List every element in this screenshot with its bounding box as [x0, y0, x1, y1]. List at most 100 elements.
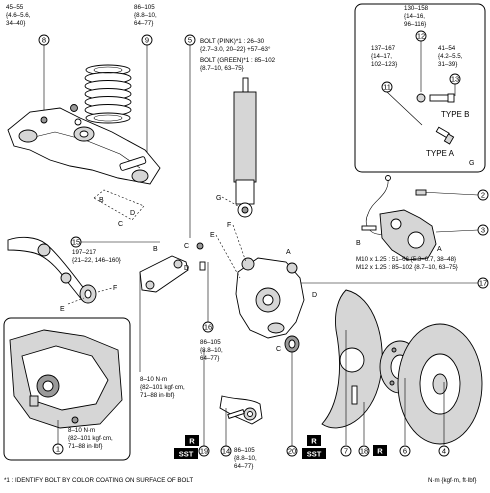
- torque-spec-12: 130–158 {14–16, 96–116}: [404, 5, 429, 28]
- abs-wheel-speed-sensor: [365, 175, 391, 235]
- badge-r-19: [185, 435, 199, 446]
- svg-text:R: R: [377, 447, 383, 456]
- caliper-bolt: [361, 225, 377, 231]
- rear-knuckle: [235, 257, 305, 353]
- svg-text:{82–101 kgf·cm,: {82–101 kgf·cm,: [140, 384, 185, 391]
- callout-8: 8: [42, 36, 46, 45]
- callout-17: 17: [479, 279, 487, 288]
- svg-text:137–167: 137–167: [371, 45, 396, 52]
- callout-4: 4: [442, 447, 446, 456]
- badge-sst-20: [302, 448, 326, 459]
- svg-text:R: R: [189, 437, 195, 446]
- bushing-inset: 1 8–10 N·m {82–101 kgf·cm, 71–88 in·lbf}: [3, 317, 131, 461]
- svg-text:86–105: 86–105: [200, 339, 221, 346]
- svg-text:SST: SST: [179, 450, 194, 459]
- upper-arm: [7, 236, 97, 304]
- label-d-arm: D: [130, 210, 135, 217]
- trailing-link: [139, 255, 189, 293]
- svg-text:64–77}: 64–77}: [234, 463, 253, 470]
- torque-spec-13: 41–54 {4.2–5.5, 31–39}: [438, 45, 463, 68]
- svg-text:71–88 in·lbf}: 71–88 in·lbf}: [68, 443, 102, 450]
- label-f-knuckle: F: [227, 222, 231, 229]
- callout-18: 18: [360, 447, 368, 456]
- callout-1: 1: [56, 445, 60, 454]
- svg-text:64–77}: 64–77}: [200, 355, 219, 362]
- svg-text:197–217: 197–217: [72, 249, 97, 256]
- svg-text:{2.7–3.0, 20–22} +57–63°: {2.7–3.0, 20–22} +57–63°: [200, 46, 271, 53]
- coil-spring: [84, 64, 132, 124]
- label-c-arm: C: [118, 221, 123, 228]
- torque-spec-16: 86–105 {8.8–10, 64–77}: [200, 339, 223, 362]
- footnote-bolt-color: *1 : IDENTIFY BOLT BY COLOR COATING ON S…: [4, 477, 193, 484]
- svg-text:{8.8–10,: {8.8–10,: [200, 347, 223, 354]
- callout-2: 2: [481, 191, 485, 200]
- svg-text:130–158: 130–158: [404, 5, 429, 12]
- svg-text:BOLT (PINK)*1 : 26–30: BOLT (PINK)*1 : 26–30: [200, 38, 265, 45]
- badge-sst-19: [174, 448, 198, 459]
- label-d-knuckle: D: [312, 292, 317, 299]
- svg-text:86–105: 86–105: [234, 447, 255, 454]
- svg-text:SST: SST: [307, 450, 322, 459]
- callout-6: 6: [403, 447, 407, 456]
- torque-spec-8: 45–55 {4.6–5.6, 34–40}: [6, 4, 31, 27]
- label-a-knuckle: A: [286, 249, 291, 256]
- label-e-knuckle: E: [210, 232, 215, 239]
- callout-7: 7: [344, 447, 348, 456]
- brake-caliper: [379, 209, 437, 261]
- units-legend: N·m {kgf·m, ft·lbf}: [428, 477, 476, 484]
- torque-spec-inset: 8–10 N·m {82–101 kgf·cm, 71–88 in·lbf}: [68, 427, 113, 450]
- brake-disc: [397, 323, 483, 445]
- callout-16: 16: [204, 323, 212, 332]
- callout-9: 9: [145, 36, 149, 45]
- svg-text:{14–16,: {14–16,: [404, 13, 425, 20]
- svg-text:31–39}: 31–39}: [438, 61, 457, 68]
- svg-text:34–40}: 34–40}: [6, 20, 25, 27]
- link-lower-bolt: [227, 409, 245, 419]
- label-d-link: D: [184, 265, 189, 272]
- svg-text:102–123}: 102–123}: [371, 61, 397, 68]
- callout-20: 20: [288, 447, 296, 456]
- label-g-inset: G: [469, 160, 474, 167]
- svg-text:41–54: 41–54: [438, 45, 456, 52]
- svg-text:96–116}: 96–116}: [404, 21, 426, 28]
- torque-spec-9: 86–105 {8.8–10, 64–77}: [134, 4, 157, 27]
- svg-text:BOLT (GREEN)*1 : 85–102: BOLT (GREEN)*1 : 85–102: [200, 57, 276, 64]
- svg-text:R: R: [311, 437, 317, 446]
- svg-text:64–77}: 64–77}: [134, 20, 153, 27]
- callout-19: 19: [200, 447, 208, 456]
- callout-13: 13: [451, 75, 459, 84]
- callout-5: 5: [188, 36, 192, 45]
- svg-text:{14–17,: {14–17,: [371, 53, 392, 60]
- torque-spec-11: 137–167 {14–17, 102–123}: [371, 45, 397, 68]
- label-c-link: C: [184, 243, 189, 250]
- link-bolt-2: [199, 261, 206, 271]
- label-type-b: TYPE B: [441, 110, 469, 119]
- svg-text:{4.2–5.5,: {4.2–5.5,: [438, 53, 463, 60]
- hub-bolt: [351, 385, 358, 405]
- shock-absorber: [233, 77, 257, 218]
- label-a-caliper: A: [437, 246, 442, 253]
- svg-text:8–10 N·m: 8–10 N·m: [68, 427, 95, 434]
- link-bolt: [196, 242, 204, 250]
- svg-text:8–10 N·m: 8–10 N·m: [140, 376, 167, 383]
- label-type-a: TYPE A: [426, 149, 455, 158]
- svg-text:45–55: 45–55: [6, 4, 24, 11]
- badge-r-18: [373, 445, 387, 456]
- svg-text:{8.7–10, 63–75}: {8.7–10, 63–75}: [200, 65, 244, 72]
- dust-shield: [321, 289, 383, 429]
- badge-r-20: [307, 435, 321, 446]
- label-b-link: B: [153, 246, 158, 253]
- svg-text:71–88 in·lbf}: 71–88 in·lbf}: [140, 392, 174, 399]
- label-e-upper: E: [60, 306, 65, 313]
- lower-arm: [7, 104, 161, 185]
- svg-text:M10 x 1.25 : 51–66 {5.3–6.7, 3: M10 x 1.25 : 51–66 {5.3–6.7, 38–48}: [356, 256, 456, 263]
- svg-text:{8.8–10,: {8.8–10,: [134, 12, 157, 19]
- callout-15: 15: [72, 238, 80, 247]
- torque-spec-caliper-bolts: M10 x 1.25 : 51–66 {5.3–6.7, 38–48} M12 …: [356, 256, 458, 271]
- label-b-arm: B: [99, 197, 104, 204]
- torque-spec-bolt-pink-green: BOLT (PINK)*1 : 26–30 {2.7–3.0, 20–22} +…: [200, 38, 276, 72]
- svg-text:M12 x 1.25 : 85–102 {8.7–10, 6: M12 x 1.25 : 85–102 {8.7–10, 63–75}: [356, 264, 458, 271]
- torque-spec-lateral-link: 8–10 N·m {82–101 kgf·cm, 71–88 in·lbf}: [140, 376, 185, 399]
- callout-14: 14: [222, 447, 230, 456]
